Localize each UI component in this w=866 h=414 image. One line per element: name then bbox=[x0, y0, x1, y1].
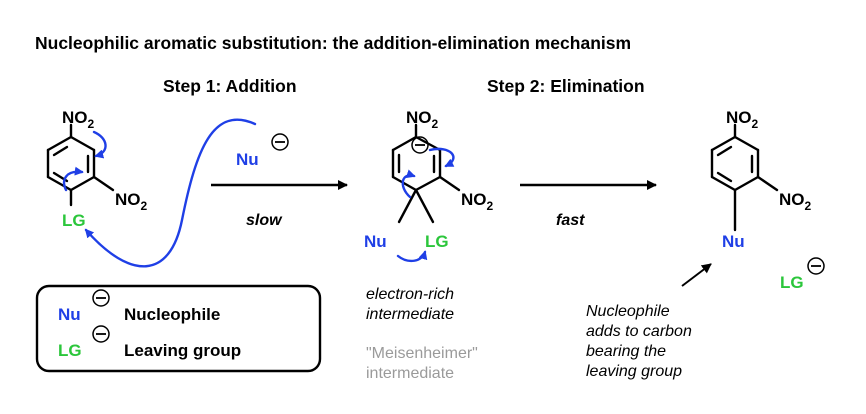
intermediate-leaving-group: LG bbox=[425, 232, 449, 251]
legend-nu-symbol: Nu bbox=[58, 305, 81, 324]
meisenheimer-note-line1: "Meisenheimer" bbox=[366, 345, 478, 362]
legend-nu-charge-icon bbox=[92, 289, 110, 307]
legend-leaving-group-label: Leaving group bbox=[124, 341, 241, 360]
product-ring bbox=[710, 123, 779, 232]
intermediate-molecule: NO2 NO2 Nu LG bbox=[364, 108, 494, 263]
intermediate-no2-top: NO2 bbox=[406, 108, 439, 131]
meisenheimer-note-line2: intermediate bbox=[366, 365, 454, 382]
reactant-curved-arrow-ring bbox=[62, 166, 84, 192]
intermediate-nucleophile: Nu bbox=[364, 232, 387, 251]
step2-heading: Step 2: Elimination bbox=[487, 76, 645, 96]
step1-condition: slow bbox=[246, 212, 283, 229]
legend-box: Nu Nucleophile LG Leaving group bbox=[35, 284, 322, 373]
product-molecule: NO2 NO2 Nu bbox=[710, 108, 812, 251]
product-pointer-arrow bbox=[681, 263, 712, 287]
legend-lg-charge-icon bbox=[92, 325, 110, 343]
intermediate-negative-charge-icon bbox=[411, 136, 429, 154]
leaving-group-charge-icon bbox=[807, 257, 825, 275]
reactant-molecule: NO2 NO2 LG bbox=[46, 108, 148, 230]
legend-lg-symbol: LG bbox=[58, 341, 82, 360]
reactant-leaving-group: LG bbox=[62, 211, 86, 230]
intermediate-ring bbox=[391, 123, 461, 224]
product-no2-side: NO2 bbox=[779, 190, 812, 213]
intermediate-no2-side: NO2 bbox=[461, 190, 494, 213]
diagram-title: Nucleophilic aromatic substitution: the … bbox=[35, 33, 631, 53]
product-no2-top: NO2 bbox=[726, 108, 759, 131]
product-note-line3: bearing the bbox=[586, 343, 666, 360]
intermediate-curved-arrow-charge bbox=[428, 147, 455, 168]
departed-leaving-group: LG bbox=[780, 273, 804, 292]
product-note-line1: Nucleophile bbox=[586, 303, 670, 320]
reactant-no2-side: NO2 bbox=[115, 190, 148, 213]
reactant-curved-arrow-top bbox=[92, 130, 107, 159]
product-note-line4: leaving group bbox=[586, 363, 682, 380]
intermediate-curved-arrow-lg bbox=[396, 250, 428, 263]
product-note-line2: adds to carbon bbox=[586, 323, 692, 340]
intermediate-note-line2: intermediate bbox=[366, 306, 454, 323]
attacking-nucleophile: Nu bbox=[236, 150, 259, 169]
legend-nucleophile-label: Nucleophile bbox=[124, 305, 220, 324]
intermediate-note-line1: electron-rich bbox=[366, 286, 454, 303]
reactant-no2-top: NO2 bbox=[62, 108, 95, 131]
nucleophile-charge-icon bbox=[271, 133, 289, 151]
step1-heading: Step 1: Addition bbox=[163, 76, 297, 96]
intermediate-curved-arrow-ring bbox=[401, 169, 416, 199]
product-nucleophile: Nu bbox=[722, 232, 745, 251]
reactant-ring bbox=[46, 123, 115, 207]
nucleophile-attack-arrow bbox=[84, 118, 257, 268]
step2-condition: fast bbox=[556, 212, 585, 229]
